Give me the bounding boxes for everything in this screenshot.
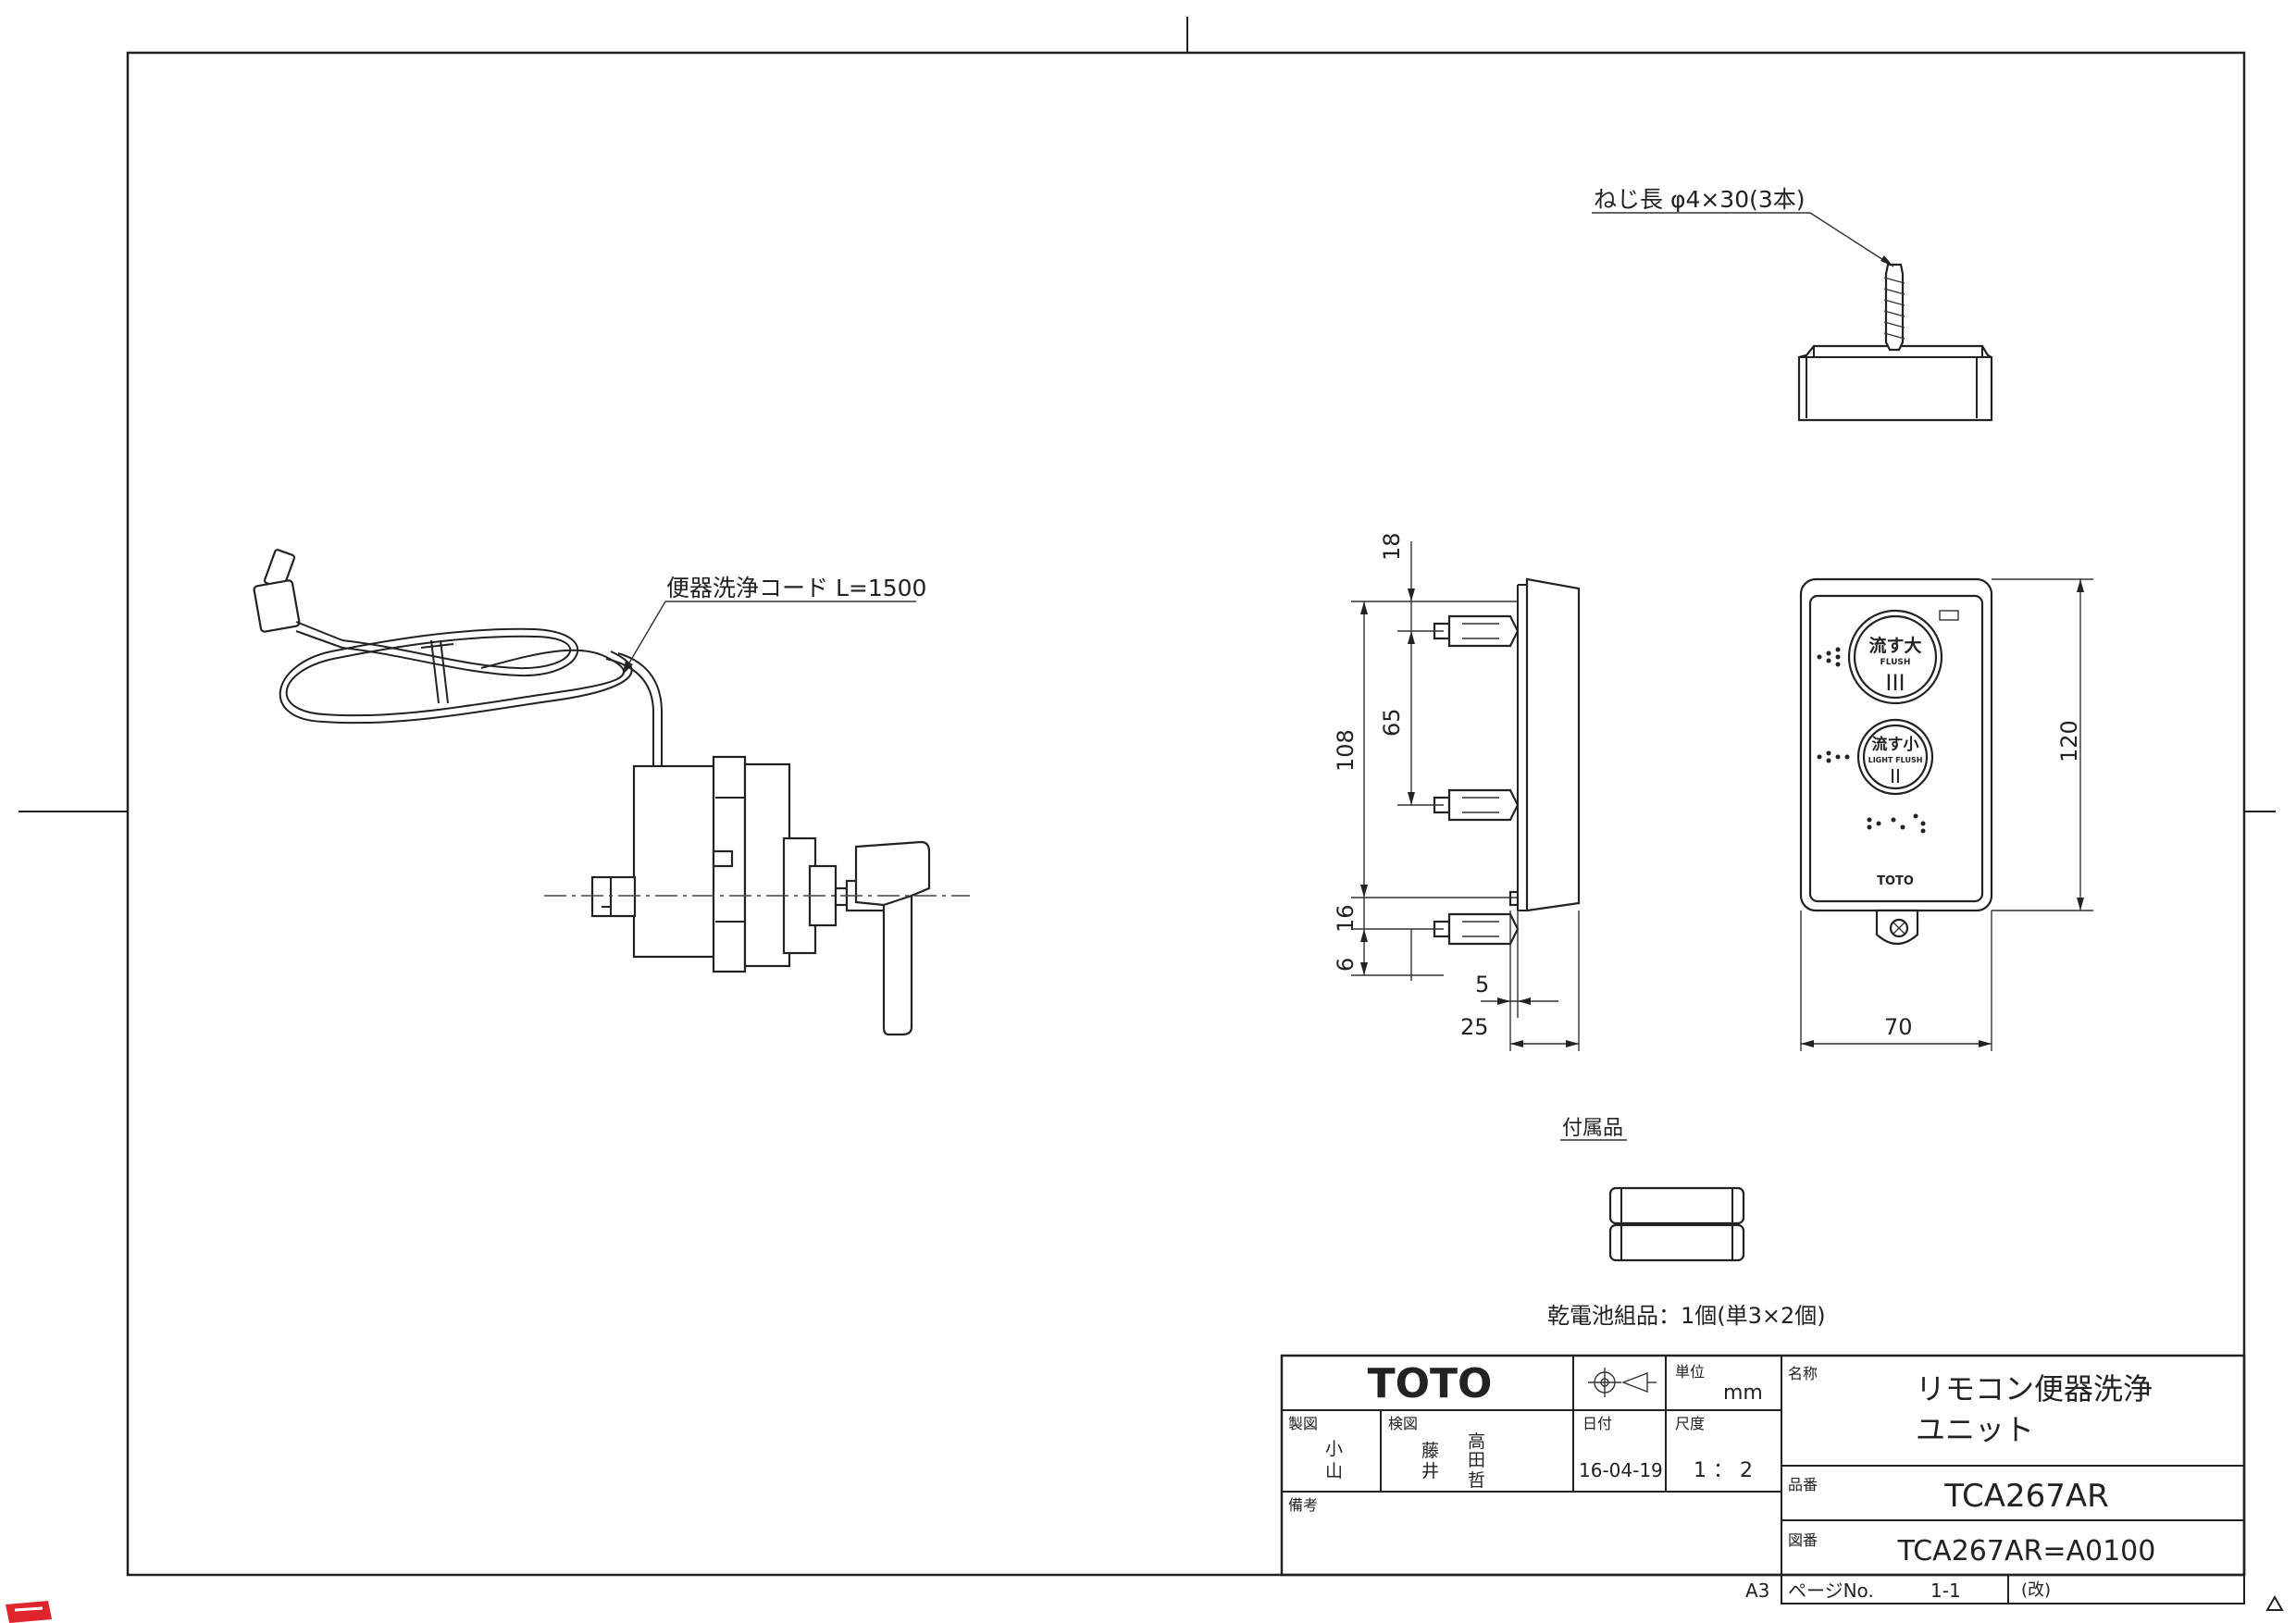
- cord-leader: [621, 601, 916, 676]
- unit-label: 単位: [1675, 1363, 1705, 1381]
- dimension-70: 70: [1884, 1014, 1913, 1040]
- anchor-screw-2: [1433, 788, 1520, 822]
- remote-brand: TOTO: [1877, 874, 1914, 888]
- toto-logo: TOTO: [1368, 1360, 1493, 1407]
- checker-name-a1: 藤: [1421, 1441, 1439, 1461]
- battery-label: 乾電池組品：1個(単3×2個): [1547, 1303, 1826, 1329]
- front-dimension-lines: [1800, 578, 2093, 1051]
- side-dimension-lines: [1351, 541, 1580, 1051]
- small-flush-mark: II: [1890, 765, 1901, 787]
- name-line-2: ユニット: [1916, 1412, 2034, 1447]
- maker-label: 製図: [1288, 1415, 1318, 1432]
- date-value: 16-04-19: [1579, 1459, 1663, 1481]
- checker-label: 検図: [1388, 1415, 1418, 1432]
- page-label: ページNo.: [1788, 1580, 1874, 1602]
- notes-label: 備考: [1288, 1496, 1318, 1514]
- page-value: 1-1: [1930, 1580, 1961, 1602]
- small-flush-button: [1856, 718, 1934, 796]
- anchor-screw-1: [1433, 614, 1520, 648]
- screw-leader: [1592, 212, 1894, 267]
- flush-cord-assembly: [253, 549, 970, 1036]
- flush-actuator-body: [590, 755, 849, 973]
- cord-plug: [253, 549, 343, 649]
- date-label: 日付: [1582, 1415, 1612, 1432]
- dimension-18: 18: [1379, 532, 1405, 561]
- checker-name-b2: 田: [1468, 1450, 1485, 1470]
- remote-side-view: [1433, 577, 1581, 946]
- part-label: 品番: [1788, 1476, 1818, 1493]
- small-flush-sub: LIGHT FLUSH: [1868, 756, 1923, 764]
- large-flush-sub: FLUSH: [1880, 658, 1911, 667]
- maker-name-1: 小: [1325, 1439, 1343, 1459]
- title-block: [1280, 1354, 2246, 1604]
- dimension-5: 5: [1475, 972, 1489, 997]
- drawing-label: 図番: [1788, 1531, 1818, 1549]
- corner-stamp-icon: [6, 1601, 52, 1623]
- checker-name-a2: 井: [1421, 1461, 1439, 1481]
- checker-name-b3: 哲: [1468, 1470, 1485, 1491]
- large-flush-mark: III: [1885, 670, 1905, 696]
- part-value: TCA267AR: [1943, 1478, 2109, 1515]
- dimension-65: 65: [1379, 708, 1405, 737]
- wall-mount-plate: [1797, 344, 1993, 422]
- scale-label: 尺度: [1675, 1415, 1705, 1432]
- battery-icon: [1608, 1186, 1745, 1262]
- flush-lever-handle: [845, 840, 931, 1036]
- accessories-heading: 付属品: [1562, 1117, 1623, 1140]
- screw-icon: [1883, 263, 1905, 352]
- large-flush-label: 流す大: [1868, 635, 1921, 656]
- dimension-6: 6: [1333, 958, 1359, 972]
- large-flush-button: [1847, 609, 1943, 705]
- name-line-1: リモコン便器洗浄: [1916, 1371, 2153, 1406]
- revision-label: (改): [2021, 1580, 2051, 1600]
- maker-name-2: 山: [1325, 1461, 1343, 1481]
- name-label: 名称: [1788, 1365, 1818, 1382]
- braille-dots: [1817, 647, 1926, 834]
- projection-symbol-icon: [1588, 1368, 1657, 1397]
- small-flush-label: 流す小: [1872, 735, 1919, 754]
- remote-front-view: [1799, 577, 1993, 946]
- unit-value: mm: [1723, 1381, 1763, 1405]
- revision-triangle-icon: [2265, 1594, 2284, 1611]
- anchor-screw-3: [1433, 912, 1520, 946]
- dimension-108: 108: [1333, 729, 1359, 772]
- drawing-frame: [19, 17, 2276, 1577]
- dimension-120: 120: [2056, 720, 2082, 762]
- scale-value: 1 ： 2: [1694, 1459, 1753, 1482]
- paper-size: A3: [1745, 1580, 1769, 1602]
- dimension-16: 16: [1333, 904, 1359, 933]
- checker-name-b1: 高: [1468, 1431, 1485, 1452]
- cord-label: 便器洗浄コード L=1500: [666, 575, 926, 601]
- dimension-25: 25: [1460, 1014, 1489, 1040]
- drawing-value: TCA267AR=A0100: [1897, 1535, 2156, 1567]
- screw-label: ねじ長 φ4×30(3本): [1594, 186, 1806, 213]
